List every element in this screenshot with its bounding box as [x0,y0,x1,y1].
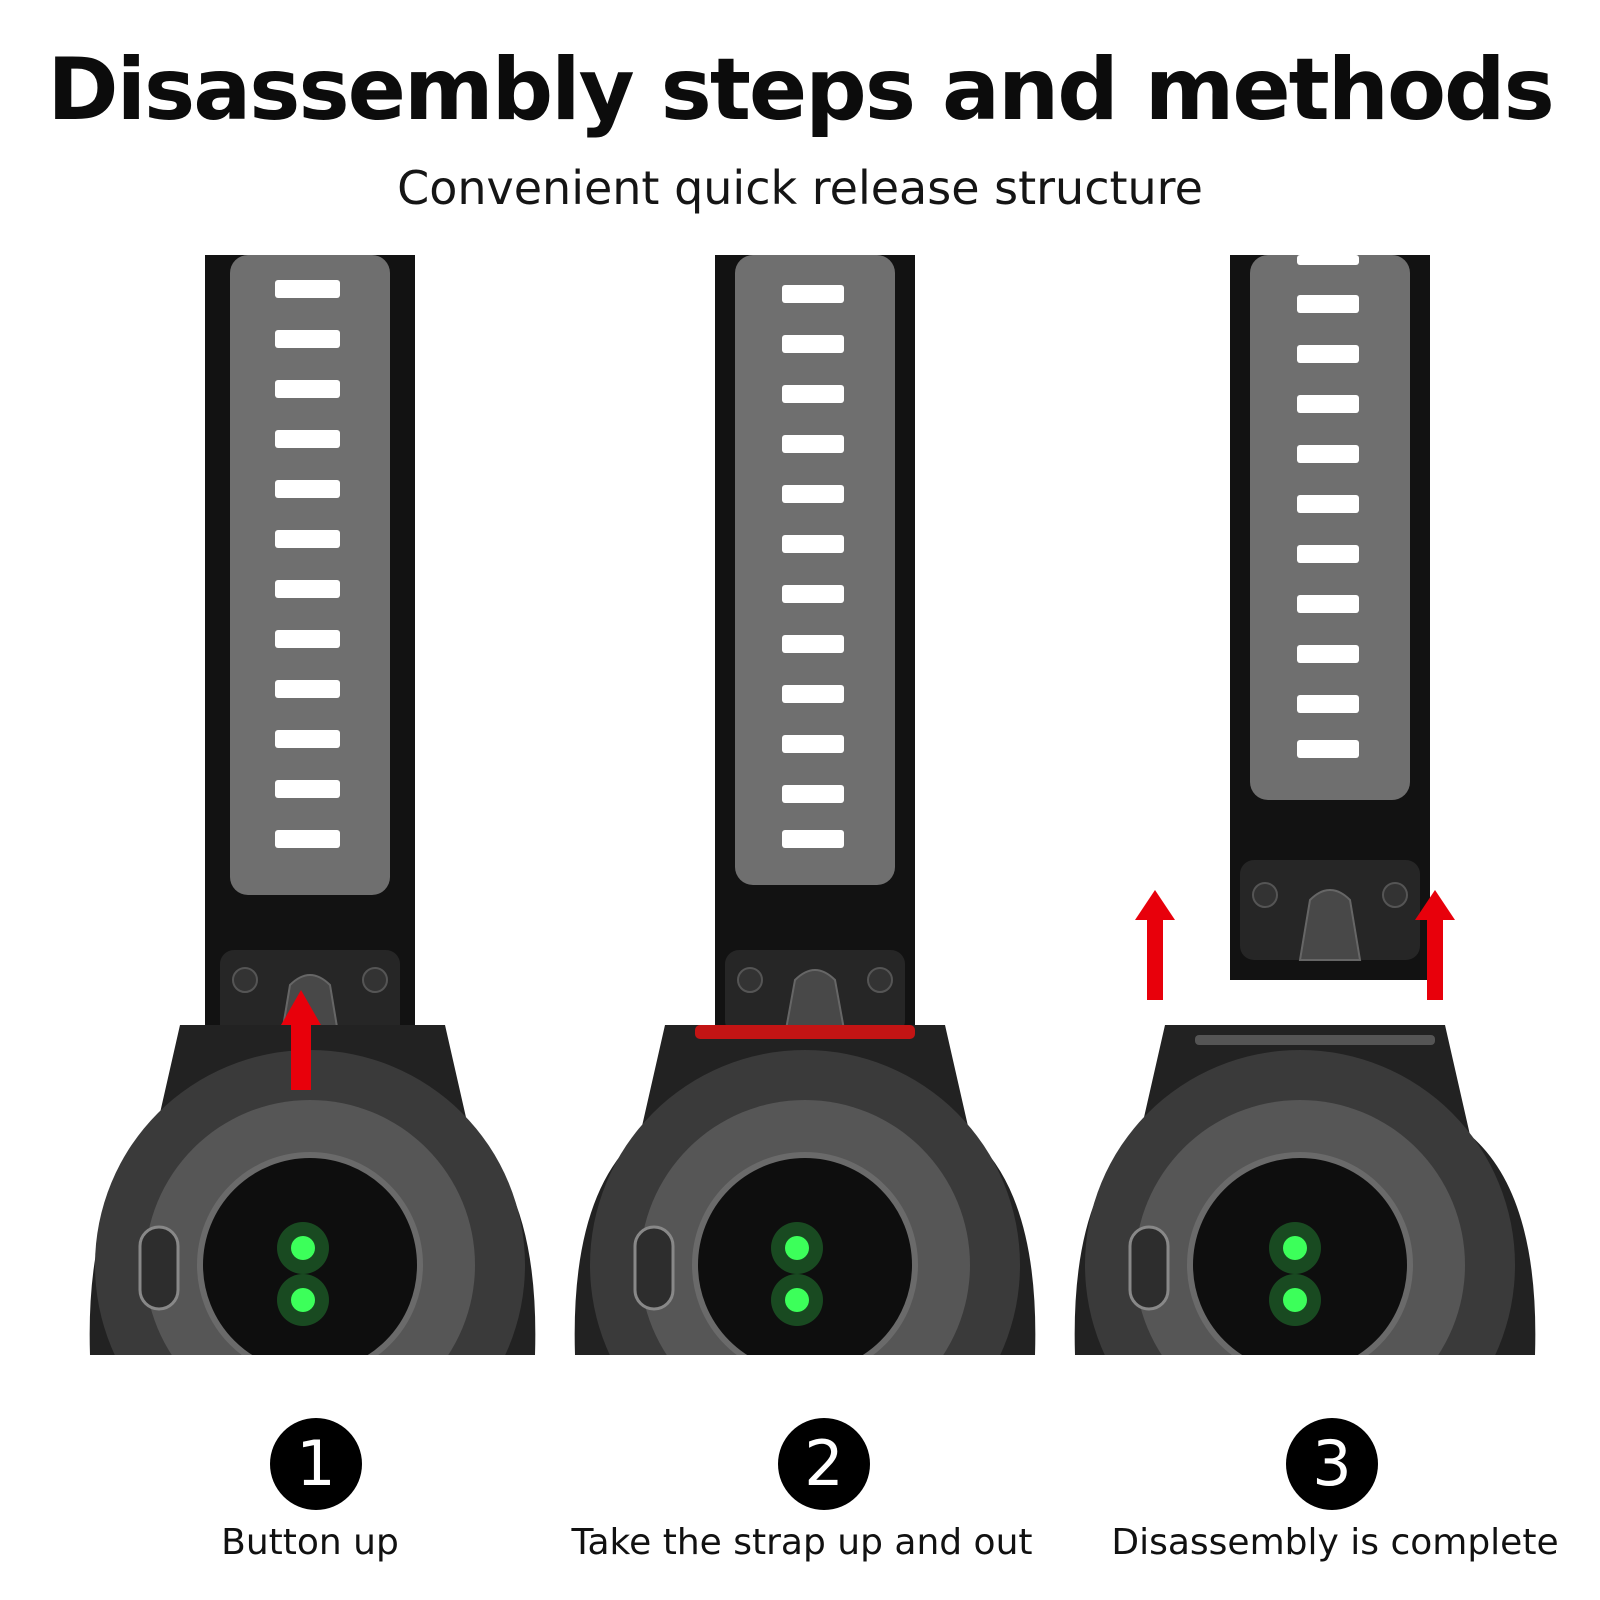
strap-holes [782,285,844,848]
step-3-number: 3 [1286,1418,1378,1510]
step-1-illustration [55,255,565,1385]
arrow-up-icon [281,990,321,1090]
watch-strap [1230,255,1430,980]
step-2-number: 2 [778,1418,870,1510]
arrow-up-icon [1415,890,1455,1000]
watch-sensor-icon [277,1222,329,1326]
step-3-label: Disassembly is complete [1111,1522,1559,1563]
arrow-up-icon [1135,890,1175,1000]
step-2-illustration [545,255,1055,1385]
watch-body [1045,1025,1555,1385]
page-subtitle: Convenient quick release structure [397,161,1203,215]
step-1-label: Button up [221,1522,399,1563]
step-3-illustration [1045,255,1555,1385]
watch-strap [715,255,915,1036]
watch-sensor-icon [1269,1222,1321,1326]
strap-holes [275,280,340,848]
watch-body [55,1025,565,1385]
page-title: Disassembly steps and methods [47,40,1555,140]
step-1-number: 1 [270,1418,362,1510]
strap-holes [1297,255,1359,758]
watch-body [545,1025,1055,1385]
watch-strap [200,255,420,1075]
spring-bar [1195,1035,1435,1045]
release-bar [695,1025,915,1039]
step-2-label: Take the strap up and out [571,1522,1033,1563]
watch-sensor-icon [771,1222,823,1326]
